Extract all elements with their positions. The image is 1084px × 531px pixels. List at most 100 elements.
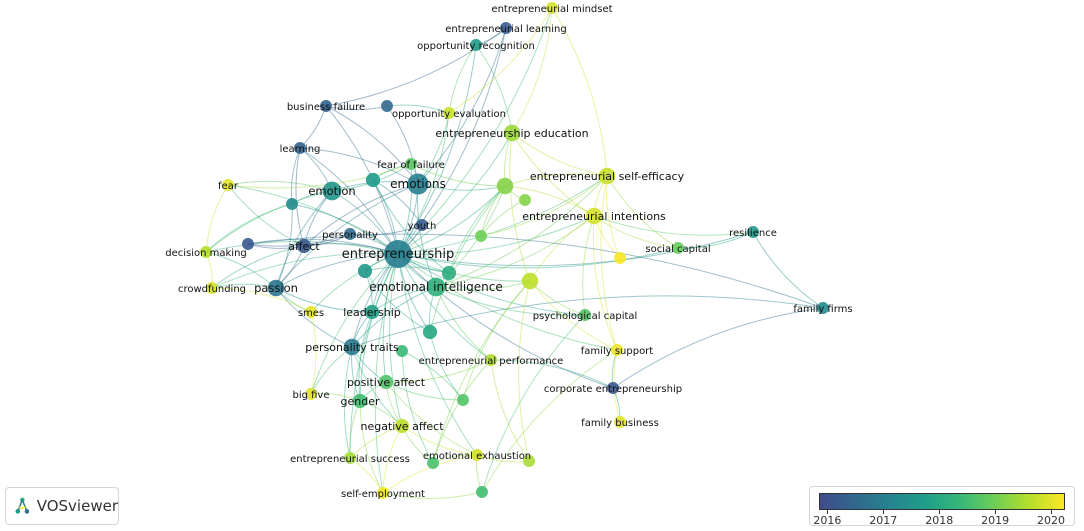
label-smes[interactable]: smes (298, 308, 324, 319)
node-emotions[interactable] (407, 173, 429, 195)
node-family-support[interactable] (611, 344, 623, 356)
label-personality[interactable]: personality (322, 230, 378, 241)
node-opportunity-recognition[interactable] (470, 39, 482, 51)
node-u13[interactable] (381, 100, 393, 112)
label-fear[interactable]: fear (218, 181, 239, 192)
label-family-business[interactable]: family business (581, 418, 659, 429)
node-u15[interactable] (519, 194, 531, 206)
node-u9[interactable] (286, 198, 298, 210)
node-entrepreneurial-intentions[interactable] (585, 207, 603, 225)
node-resilience[interactable] (747, 226, 759, 238)
label-leadership[interactable]: leadership (343, 306, 401, 319)
link (593, 215, 679, 249)
node-u11[interactable] (476, 486, 488, 498)
label-entrepreneurial-learning[interactable]: entrepreneurial learning (445, 24, 566, 35)
label-negative-affect[interactable]: negative affect (360, 420, 444, 433)
label-emotions[interactable]: emotions (390, 177, 446, 191)
label-positive-affect[interactable]: positive affect (347, 376, 426, 389)
node-social-capital[interactable] (672, 242, 684, 254)
label-family-support[interactable]: family support (581, 346, 654, 357)
node-entrepreneurial-learning[interactable] (500, 22, 512, 34)
label-social-capital[interactable]: social capital (645, 244, 710, 255)
node-entrepreneurial-self-efficacy[interactable] (598, 167, 616, 185)
label-entrepreneurial-self-efficacy[interactable]: entrepreneurial self-efficacy (530, 170, 685, 183)
label-entrepreneurship[interactable]: entrepreneurship (342, 247, 454, 262)
node-u17[interactable] (396, 345, 408, 357)
label-passion[interactable]: passion (254, 281, 298, 295)
link (397, 231, 754, 267)
node-personality-traits[interactable] (343, 338, 361, 356)
label-emotional-intelligence[interactable]: emotional intelligence (369, 280, 503, 294)
label-resilience[interactable]: resilience (729, 228, 777, 239)
label-learning[interactable]: learning (280, 144, 321, 155)
node-u7[interactable] (457, 394, 469, 406)
node-big-five[interactable] (305, 388, 317, 400)
node-emotional-intelligence[interactable] (426, 277, 446, 297)
link (397, 253, 614, 389)
label-entrepreneurship-education[interactable]: entrepreneurship education (435, 127, 588, 140)
node-entrepreneurial-mindset[interactable] (546, 2, 558, 14)
label-emotion[interactable]: emotion (308, 184, 355, 198)
node-smes[interactable] (305, 306, 317, 318)
label-crowdfunding[interactable]: crowdfunding (178, 284, 246, 295)
label-personality-traits[interactable]: personality traits (305, 341, 399, 354)
node-positive-affect[interactable] (378, 374, 394, 390)
node-entrepreneurial-performance[interactable] (485, 354, 497, 366)
label-opportunity-recognition[interactable]: opportunity recognition (417, 41, 535, 52)
label-psychological-capital[interactable]: psychological capital (533, 311, 638, 322)
node-self-employment[interactable] (377, 487, 389, 499)
vosviewer-logo[interactable]: VOSviewer (5, 487, 119, 525)
node-emotional-exhaustion[interactable] (471, 449, 483, 461)
label-entrepreneurial-success[interactable]: entrepreneurial success (290, 454, 410, 465)
label-entrepreneurial-intentions[interactable]: entrepreneurial intentions (522, 210, 666, 223)
label-opportunity-evaluation[interactable]: opportunity evaluation (392, 109, 506, 120)
label-emotional-exhaustion[interactable]: emotional exhaustion (423, 451, 531, 462)
label-big-five[interactable]: big five (292, 390, 329, 401)
node-youth[interactable] (416, 219, 428, 231)
label-entrepreneurial-performance[interactable]: entrepreneurial performance (419, 356, 564, 367)
node-emotion[interactable] (322, 181, 342, 201)
node-entrepreneurship[interactable] (384, 240, 412, 268)
node-leadership[interactable] (364, 304, 380, 320)
label-decision-making[interactable]: decision making (165, 248, 247, 259)
label-family-firms[interactable]: family firms (793, 304, 852, 315)
node-learning[interactable] (294, 142, 306, 154)
node-corporate-entrepreneurship[interactable] (607, 382, 619, 394)
node-fear[interactable] (222, 179, 234, 191)
node-negative-affect[interactable] (394, 418, 410, 434)
node-entrepreneurship-education[interactable] (503, 124, 521, 142)
node-u12[interactable] (614, 252, 626, 264)
node-entrepreneurial-success[interactable] (344, 452, 356, 464)
node-crowdfunding[interactable] (206, 282, 218, 294)
node-family-firms[interactable] (817, 302, 829, 314)
label-youth[interactable]: youth (408, 221, 437, 232)
label-fear-of-failure[interactable]: fear of failure (377, 160, 445, 171)
label-entrepreneurial-mindset[interactable]: entrepreneurial mindset (491, 4, 612, 15)
node-affect[interactable] (296, 238, 312, 254)
node-gender[interactable] (352, 393, 368, 409)
node-u5[interactable] (357, 263, 373, 279)
node-u8[interactable] (242, 238, 254, 250)
label-business-failure[interactable]: business failure (287, 102, 365, 113)
node-family-business[interactable] (614, 416, 626, 428)
node-fear-of-failure[interactable] (405, 158, 417, 170)
node-business-failure[interactable] (320, 100, 332, 112)
node-passion[interactable] (267, 279, 285, 297)
label-gender[interactable]: gender (341, 395, 380, 408)
label-corporate-entrepreneurship[interactable]: corporate entrepreneurship (544, 384, 682, 395)
node-personality[interactable] (344, 228, 356, 240)
label-self-employment[interactable]: self-employment (341, 489, 425, 500)
node-u1[interactable] (521, 272, 539, 290)
node-u6[interactable] (422, 324, 438, 340)
node-u3[interactable] (365, 172, 381, 188)
node-u2[interactable] (496, 177, 514, 195)
node-decision-making[interactable] (200, 246, 212, 258)
link (462, 280, 531, 401)
node-u4[interactable] (441, 265, 457, 281)
node-psychological-capital[interactable] (579, 309, 591, 321)
node-opportunity-evaluation[interactable] (443, 107, 455, 119)
label-affect[interactable]: affect (288, 240, 320, 253)
node-u16[interactable] (475, 230, 487, 242)
node-u10[interactable] (523, 455, 535, 467)
node-u14[interactable] (427, 457, 439, 469)
